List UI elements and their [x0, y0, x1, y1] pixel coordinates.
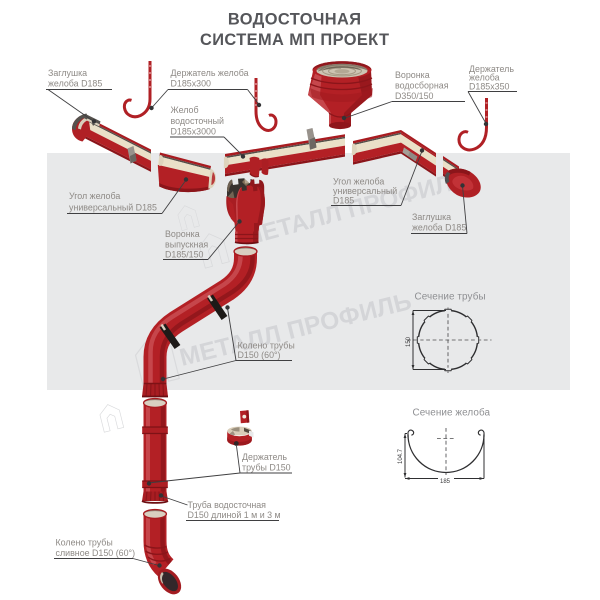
- svg-text:D150 длиной 1 м и 3 м: D150 длиной 1 м и 3 м: [188, 510, 281, 520]
- svg-text:Колено трубы: Колено трубы: [56, 538, 113, 548]
- svg-text:СИСТЕМА МП ПРОЕКТ: СИСТЕМА МП ПРОЕКТ: [200, 31, 389, 49]
- svg-text:Колено трубы: Колено трубы: [238, 341, 295, 351]
- svg-text:Угол желоба: Угол желоба: [333, 177, 384, 187]
- svg-text:D350/150: D350/150: [395, 91, 434, 101]
- svg-text:D185x350: D185x350: [469, 81, 510, 91]
- svg-text:желоба D185: желоба D185: [48, 79, 102, 89]
- svg-text:Держатель: Держатель: [469, 64, 514, 74]
- svg-text:Угол желоба: Угол желоба: [69, 191, 120, 201]
- svg-text:Желоб: Желоб: [171, 105, 199, 115]
- svg-text:185: 185: [440, 479, 451, 485]
- svg-text:сливное D150 (60°): сливное D150 (60°): [56, 548, 136, 558]
- svg-text:Держатель желоба: Держатель желоба: [171, 68, 249, 78]
- svg-text:Заглушка: Заглушка: [48, 68, 87, 78]
- svg-text:D185x3000: D185x3000: [171, 127, 216, 137]
- svg-text:универсальный: универсальный: [333, 186, 397, 196]
- svg-text:водосточный: водосточный: [171, 116, 225, 126]
- svg-text:D150 (60°): D150 (60°): [238, 350, 281, 360]
- svg-text:Воронка: Воронка: [395, 70, 430, 80]
- svg-text:Сечение желоба: Сечение желоба: [413, 408, 491, 419]
- svg-text:104.7: 104.7: [398, 448, 404, 464]
- svg-text:D185/150: D185/150: [165, 250, 204, 260]
- svg-text:водосборная: водосборная: [395, 81, 449, 91]
- svg-text:желоба D185: желоба D185: [412, 223, 466, 233]
- svg-text:D185: D185: [333, 196, 354, 206]
- svg-text:трубы D150: трубы D150: [242, 463, 291, 473]
- svg-text:ВОДОСТОЧНАЯ: ВОДОСТОЧНАЯ: [228, 11, 362, 29]
- svg-text:Труба водосточная: Труба водосточная: [188, 500, 267, 510]
- svg-text:Воронка: Воронка: [165, 229, 200, 239]
- svg-text:универсальный D185: универсальный D185: [69, 203, 157, 213]
- svg-text:D185x300: D185x300: [171, 79, 212, 89]
- svg-text:желоба: желоба: [469, 73, 500, 83]
- svg-text:Заглушка: Заглушка: [412, 212, 451, 222]
- svg-text:выпускная: выпускная: [165, 240, 208, 250]
- svg-text:Держатель: Держатель: [242, 452, 287, 462]
- svg-text:150: 150: [406, 336, 412, 347]
- svg-text:Сечение трубы: Сечение трубы: [415, 292, 486, 303]
